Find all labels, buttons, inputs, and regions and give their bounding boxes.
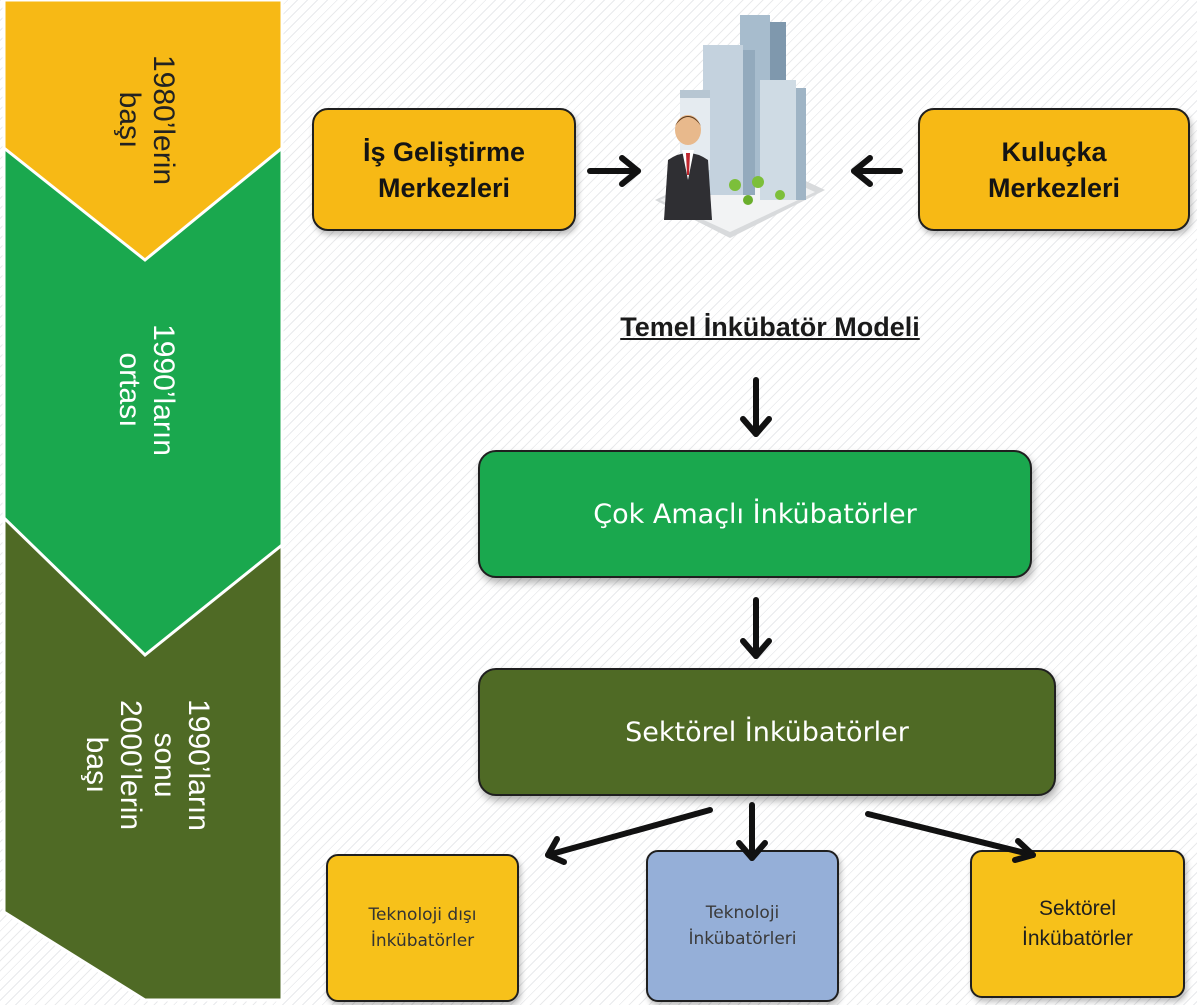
arrow-right-icon	[587, 155, 641, 187]
timeline-label-late-1990s: 1990’ların sonu 2000’lerin başı	[80, 699, 215, 831]
businessman-suit-icon	[664, 153, 712, 220]
technology-incubators-box: Teknoloji İnkübatörleri	[646, 850, 839, 1002]
business-development-centers-box: İş Geliştirme Merkezleri	[312, 108, 576, 231]
sectoral-incubators-leaf-label: Sektörel İnkübatörler	[1022, 897, 1133, 950]
sectoral-incubators-box: Sektörel İnkübatörler	[478, 668, 1056, 796]
arrow-left-icon	[851, 155, 903, 187]
sectoral-incubators-label: Sektörel İnkübatörler	[625, 716, 909, 748]
incubation-centers-box: Kuluçka Merkezleri	[918, 108, 1190, 231]
multi-purpose-incubators-box: Çok Amaçlı İnkübatörler	[478, 450, 1032, 578]
multi-purpose-incubators-label: Çok Amaçlı İnkübatörler	[593, 498, 917, 530]
non-technology-incubators-box: Teknoloji dışı İnkübatörler	[326, 854, 519, 1002]
timeline-label-1980s: 1980’lerin başı	[113, 54, 180, 186]
arrow-down-icon	[740, 597, 772, 659]
business-development-centers-label: İş Geliştirme Merkezleri	[362, 136, 526, 203]
non-technology-incubators-label: Teknoloji dışı İnkübatörler	[368, 905, 477, 951]
sectoral-incubators-leaf-box: Sektörel İnkübatörler	[970, 850, 1185, 998]
technology-incubators-label: Teknoloji İnkübatörleri	[688, 903, 797, 949]
basic-incubator-model-title: Temel İnkübatör Modeli	[620, 312, 920, 342]
office-building-icon	[655, 15, 825, 238]
businessman-head-icon	[675, 115, 701, 145]
timeline-chevron-yellow	[2, 0, 284, 262]
incubation-centers-label: Kuluçka Merkezleri	[987, 136, 1121, 203]
timeline-label-mid-1990s: 1990’ların ortası	[113, 324, 180, 456]
arrow-down-icon	[740, 377, 772, 437]
timeline-chevrons	[2, 0, 284, 1002]
